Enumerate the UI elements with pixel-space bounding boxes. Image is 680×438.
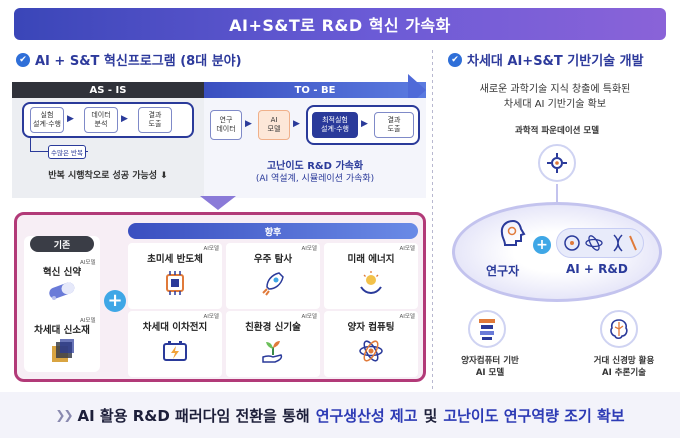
quantum-ai-label-2: AI 모델 (475, 368, 505, 378)
double-chevron-icon: ❯❯ (55, 408, 73, 422)
ai-model-tag: AI모델 (80, 318, 96, 324)
asis-node-analysis: 데이터 분석 (84, 107, 118, 133)
tobe-header: TO - BE (204, 82, 426, 98)
neural-ai-label-2: AI 추론기술 (602, 368, 646, 378)
down-arrow-icon (200, 196, 236, 210)
researcher-label: 연구자 (486, 264, 520, 278)
researcher-head-icon (500, 219, 526, 246)
asis-header: AS - IS (12, 82, 204, 98)
tobe-node-ai-model: AI 모델 (258, 110, 290, 140)
check-icon: ✔ (16, 52, 30, 67)
neural-ai-icon (600, 310, 638, 348)
section-divider (432, 50, 433, 390)
neural-ai-label-1: 거대 신경망 활용 (593, 356, 655, 366)
ai-rd-label: AI + R&D (566, 262, 628, 276)
future-item-battery: AI모델 차세대 이차전지 (128, 311, 222, 377)
existing-item-material: 차세대 신소재 (34, 325, 90, 336)
future-item-space: AI모델 우주 탐사 (226, 243, 320, 309)
arrow-right-icon: ▶ (67, 114, 74, 124)
future-item-energy: AI모델 미래 에너지 (324, 243, 418, 309)
page-title-banner: AI+S&T로 R&D 혁신 가속화 (14, 8, 666, 40)
right-subtitle-2: 차세대 AI 기반기술 확보 (503, 99, 607, 110)
battery-icon (163, 341, 187, 361)
ai-rd-icons (564, 234, 637, 252)
arrow-right-icon: ▶ (361, 119, 368, 129)
quantum-ai-label-1: 양자컴퓨터 기반 (461, 356, 519, 366)
atom-icon (359, 340, 383, 362)
plus-icon: + (533, 236, 551, 254)
rocket-icon (262, 272, 284, 296)
chip-icon (166, 271, 184, 295)
arrow-right-icon: ▶ (121, 114, 128, 124)
future-item-quantum: AI모델 양자 컴퓨팅 (324, 311, 418, 377)
future-item-semiconductor: AI모델 초미세 반도체 (128, 243, 222, 309)
existing-item-drug: 혁신 신약 (42, 267, 82, 278)
right-section-title: ✔ 차세대 AI+S&T 기반기술 개발 (448, 50, 644, 69)
asis-flow: 실험 설계·수행 ▶ 데이터 분석 ▶ 결과 도출 (22, 102, 194, 138)
sprout-hand-icon (262, 341, 283, 363)
arrow-right-icon: ▶ (245, 119, 252, 129)
left-section-title: ✔ AI + S&T 혁신프로그램 (8대 분야) (16, 50, 242, 69)
quantum-computer-icon (479, 319, 495, 340)
asis-caption: 반복 시행착오로 성공 가능성 ⬇ (48, 171, 168, 181)
tobe-flow: 최적실험 설계·수행 ▶ 결과 도출 (306, 105, 420, 145)
check-icon: ✔ (448, 52, 462, 67)
foundation-model-icon (538, 144, 576, 182)
material-cube-icon (52, 339, 74, 362)
plus-icon: + (104, 290, 126, 312)
ai-model-tag: AI모델 (80, 260, 96, 266)
connector-line (556, 184, 558, 204)
energy-hands-icon (360, 271, 382, 295)
tobe-node-result: 결과 도출 (374, 112, 414, 138)
tobe-caption-main: 고난이도 R&D 가속화 (266, 161, 364, 172)
asis-node-result: 결과 도출 (138, 107, 172, 133)
footer-statement: ❯❯ AI 활용 R&D 패러다임 전환을 통해 연구생산성 제고 및 고난이도… (0, 392, 680, 438)
future-item-eco: AI모델 친환경 신기술 (226, 311, 320, 377)
asis-node-experiment: 실험 설계·수행 (30, 107, 64, 133)
right-subtitle-1: 새로운 과학기술 지식 창출에 특화된 (479, 84, 631, 95)
foundation-model-label: 과학적 파운데이션 모델 (514, 126, 600, 136)
existing-header: 기존 (30, 236, 94, 252)
page-title: AI+S&T로 R&D 혁신 가속화 (229, 16, 451, 35)
quantum-ai-icon (468, 310, 506, 348)
arrow-right-icon: ▶ (293, 119, 300, 129)
tobe-node-optimal: 최적실험 설계·수행 (312, 112, 358, 138)
future-header: 향후 (128, 223, 418, 239)
gear-network-icon (547, 153, 567, 173)
loop-label: 수많은 반복 (48, 145, 86, 159)
tobe-node-data: 연구 데이터 (210, 110, 242, 140)
capsule-icon (49, 282, 75, 300)
tobe-caption-sub: (AI 역설계, 시뮬레이션 가속화) (255, 174, 375, 184)
brain-circuit-icon (610, 319, 628, 340)
